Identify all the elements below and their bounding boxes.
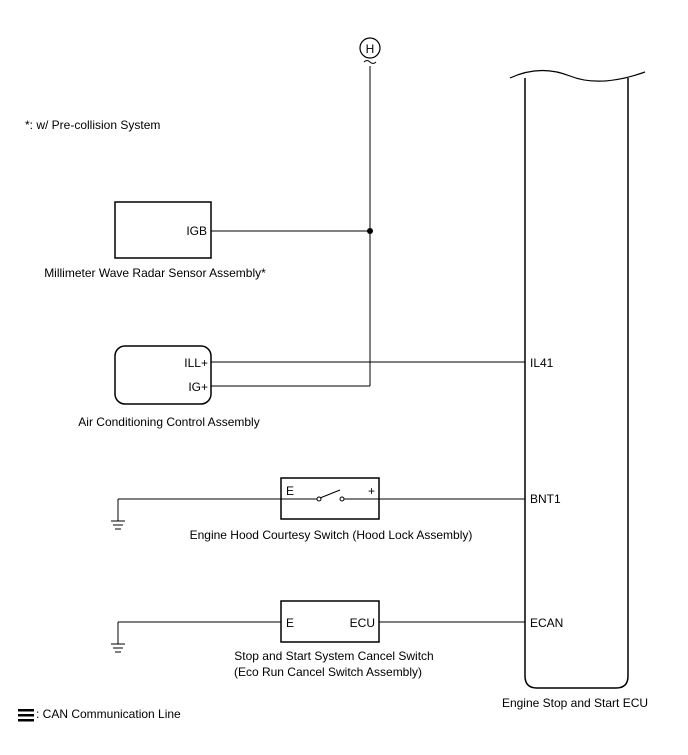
wire-break-mark (363, 60, 377, 64)
cancel-name-line1: Stop and Start System Cancel Switch (234, 649, 433, 663)
hood-pin-plus: + (368, 484, 375, 498)
cancel-switch: E ECU (280, 600, 380, 643)
ac-pin-ill: ILL+ (184, 356, 208, 370)
hood-name: Engine Hood Courtesy Switch (Hood Lock A… (190, 528, 473, 542)
radar-sensor: IGB (114, 201, 212, 259)
connector-h: H (359, 37, 381, 64)
hood-pin-e: E (286, 484, 294, 498)
ac-name: Air Conditioning Control Assembly (78, 415, 259, 429)
ac-control: ILL+ IG+ (114, 345, 212, 405)
ecu-pin-il41: IL41 (530, 356, 554, 370)
radar-pin-igb: IGB (186, 224, 207, 238)
switch-lever-icon (319, 489, 341, 499)
ecu-pin-ecan: ECAN (530, 616, 563, 630)
ecu-name: Engine Stop and Start ECU (502, 696, 648, 710)
ecu-break-mark (509, 69, 646, 82)
ecu-body: IL41 BNT1 ECAN (509, 69, 646, 689)
radar-name: Millimeter Wave Radar Sensor Assembly* (44, 266, 266, 280)
cancel-name-line2: (Eco Run Cancel Switch Assembly) (234, 665, 422, 679)
cancel-pin-ecu: ECU (350, 616, 375, 630)
ecu-pin-bnt1: BNT1 (530, 492, 561, 506)
ground-icon (111, 499, 125, 530)
precollision-note: *: w/ Pre-collision System (25, 118, 160, 132)
legend-label: : CAN Communication Line (36, 707, 181, 721)
cancel-pin-e: E (286, 616, 294, 630)
can-line-legend-icon (18, 709, 34, 722)
connector-h-label: H (366, 42, 375, 56)
ground-icon (111, 622, 125, 653)
ac-pin-ig: IG+ (188, 380, 208, 394)
hood-switch: E + (280, 477, 380, 520)
